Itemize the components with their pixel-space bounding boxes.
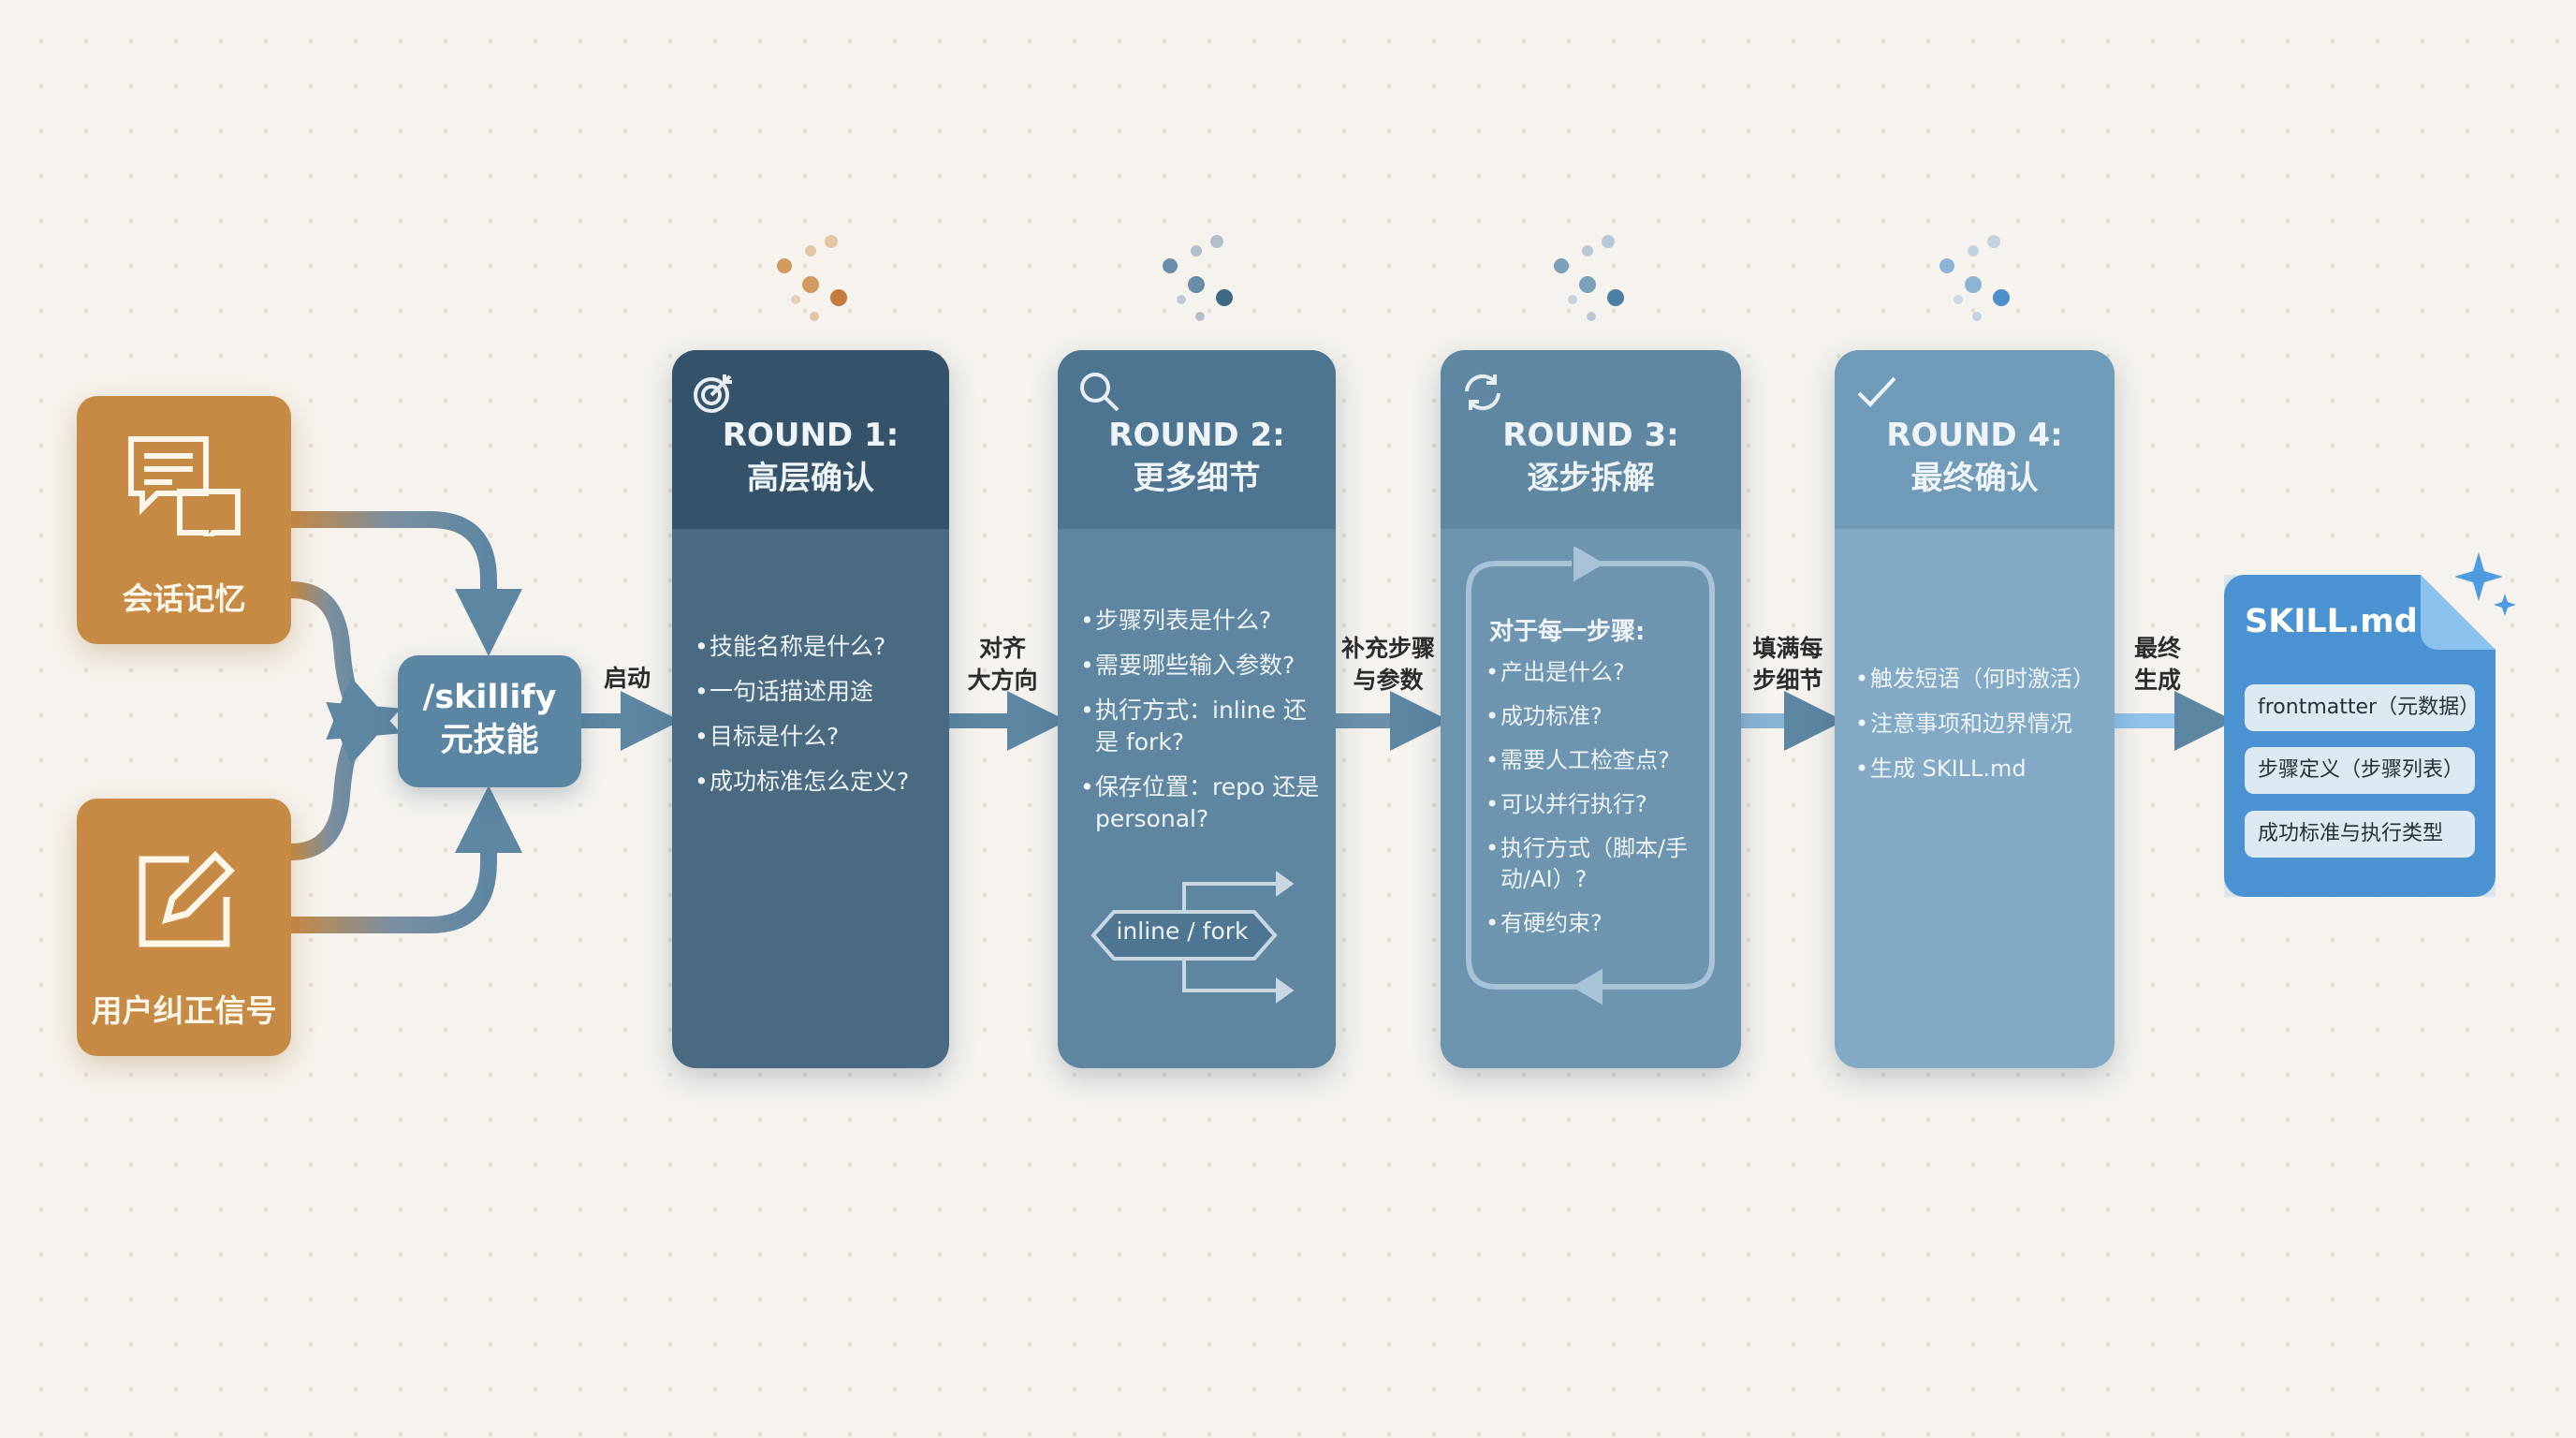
document-section: frontmatter（元数据） <box>2245 684 2480 731</box>
list-item: 需要人工检查点? <box>1486 745 1715 776</box>
round-title: ROUND 2: <box>1108 417 1285 454</box>
list-item: 成功标准? <box>1486 701 1715 732</box>
round-title: ROUND 1: <box>722 417 900 454</box>
search-icon <box>1080 373 1120 412</box>
document-title: SKILL.md <box>2245 603 2418 640</box>
round-subtitle: 最终确认 <box>1910 460 2039 497</box>
round-subtitle: 更多细节 <box>1133 460 1261 497</box>
round-4-card: ROUND 4: 最终确认 触发短语（何时激活） 注意事项和边界情况 生成 SK… <box>1835 350 2115 1068</box>
arrow-label-params: 补充步骤 与参数 <box>1340 635 1435 694</box>
edit-icon <box>139 851 235 947</box>
source-connectors <box>290 511 522 933</box>
connector-memory-top <box>291 511 522 656</box>
list-item: 需要哪些输入参数? <box>1080 650 1326 682</box>
branch-label: inline / fork <box>1116 917 1249 945</box>
list-item: 技能名称是什么? <box>695 631 936 663</box>
list-item: 执行方式（脚本/手动/AI）? <box>1486 833 1715 895</box>
chat-bubbles-icon <box>127 436 241 536</box>
list-item: 有硬约束? <box>1486 908 1715 939</box>
arrow-label-align: 对齐 大方向 <box>967 635 1038 694</box>
list-item: 一句话描述用途 <box>695 676 936 708</box>
round-2-card: ROUND 2: 更多细节 步骤列表是什么? 需要哪些输入参数? 执行方式：in… <box>1058 350 1336 1068</box>
check-icon <box>1857 376 1896 407</box>
arrow-label-details: 填满每 步细节 <box>1752 635 1823 694</box>
source-user-correction-signal: 用户纠正信号 <box>77 799 291 1056</box>
arrow-label-start: 启动 <box>603 665 651 692</box>
list-item: 可以并行执行? <box>1486 789 1715 820</box>
list-item: 成功标准怎么定义? <box>695 766 936 798</box>
list-item: 注意事项和边界情况 <box>1855 708 2109 740</box>
round-1-card: ROUND 1: 高层确认 技能名称是什么? 一句话描述用途 目标是什么? 成功… <box>672 350 949 1068</box>
dot-clusters <box>777 235 2010 321</box>
hub-subtitle: 元技能 <box>440 722 539 759</box>
source-conversation-memory: 会话记忆 <box>77 396 291 644</box>
source-label: 会话记忆 <box>122 580 246 617</box>
arrow-label-generate: 最终 生成 <box>2133 635 2181 694</box>
list-item: 执行方式：inline 还是 fork? <box>1080 695 1326 758</box>
list-item: 目标是什么? <box>695 721 936 753</box>
dot-cluster-2 <box>1163 235 1233 321</box>
hub-command: /skillify <box>422 679 557 716</box>
connector-signal-side <box>290 701 402 860</box>
target-icon <box>694 374 732 413</box>
refresh-icon <box>1465 374 1500 411</box>
document-section: 步骤定义（步骤列表） <box>2245 747 2475 794</box>
round-3-card: ROUND 3: 逐步拆解 对于每一步骤: 产出是什么? 成功标准? 需要人工检… <box>1441 350 1741 1068</box>
round-subtitle: 高层确认 <box>747 460 874 497</box>
list-item: 保存位置：repo 还是 personal? <box>1080 771 1326 835</box>
list-item: 产出是什么? <box>1486 657 1715 688</box>
list-item: 触发短语（何时激活） <box>1855 663 2109 695</box>
round-subtitle: 逐步拆解 <box>1527 460 1655 497</box>
document-section: 成功标准与执行类型 <box>2245 811 2475 858</box>
dot-cluster-1 <box>777 235 847 321</box>
source-label: 用户纠正信号 <box>91 992 277 1029</box>
list-item: 步骤列表是什么? <box>1080 605 1326 637</box>
connector-signal-bottom <box>291 785 522 933</box>
dot-cluster-4 <box>1939 235 2010 321</box>
skillify-hub[interactable]: /skillify 元技能 <box>398 655 581 787</box>
fork-branch-diagram <box>1090 871 1295 1004</box>
round-title: ROUND 3: <box>1502 417 1679 454</box>
list-item: 生成 SKILL.md <box>1855 753 2109 785</box>
connector-memory-side <box>290 581 402 741</box>
loop-heading: 对于每一步骤: <box>1489 618 1646 646</box>
dot-cluster-3 <box>1554 235 1624 321</box>
sparkle-icon <box>2454 552 2516 616</box>
round-title: ROUND 4: <box>1886 417 2063 454</box>
